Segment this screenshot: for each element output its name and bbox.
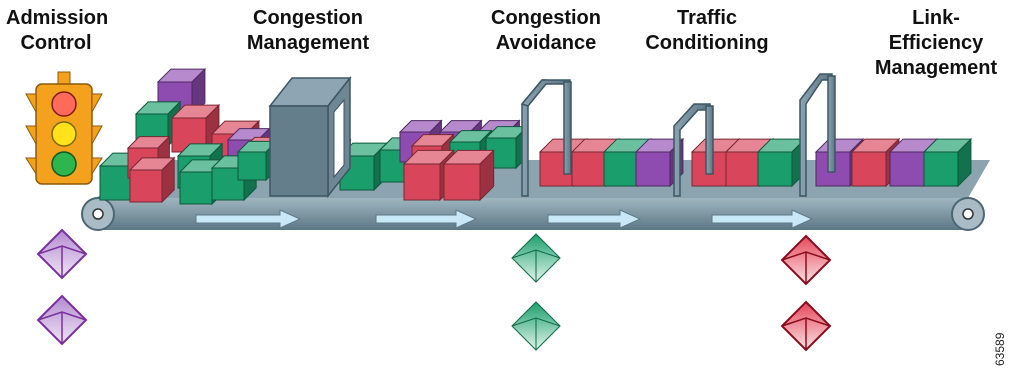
label-admission-control: Admission Control bbox=[6, 7, 109, 54]
belt-arrows bbox=[195, 209, 814, 229]
packet-diamond-icon bbox=[511, 233, 561, 283]
packet-cube-icon bbox=[922, 137, 973, 188]
packet-diamond-icon bbox=[511, 301, 561, 351]
label-congestion-avoidance: Congestion Avoidance bbox=[491, 7, 601, 54]
traffic-light-icon bbox=[25, 71, 103, 185]
packet-diamond-icon bbox=[780, 234, 832, 286]
label-link-efficiency-management: Link- Efficiency Management bbox=[874, 7, 998, 79]
figure-id: 63589 bbox=[993, 332, 1007, 366]
packet-cube-icon bbox=[128, 156, 176, 204]
gate-frame-icon bbox=[520, 79, 572, 197]
packet-cube-icon bbox=[442, 149, 495, 202]
label-traffic-conditioning: Traffic Conditioning bbox=[645, 7, 769, 54]
gate-frame-icon bbox=[799, 73, 836, 197]
packet-diamond-icon bbox=[780, 300, 832, 352]
congestion-management-box bbox=[268, 75, 352, 199]
packet-cubes bbox=[98, 67, 973, 206]
packet-diamond-icon bbox=[36, 228, 88, 280]
packet-cube-icon bbox=[756, 137, 807, 188]
gate-frame-icon bbox=[673, 103, 714, 197]
label-congestion-management: Congestion Management bbox=[246, 7, 370, 54]
packet-diamond-icon bbox=[36, 294, 88, 346]
